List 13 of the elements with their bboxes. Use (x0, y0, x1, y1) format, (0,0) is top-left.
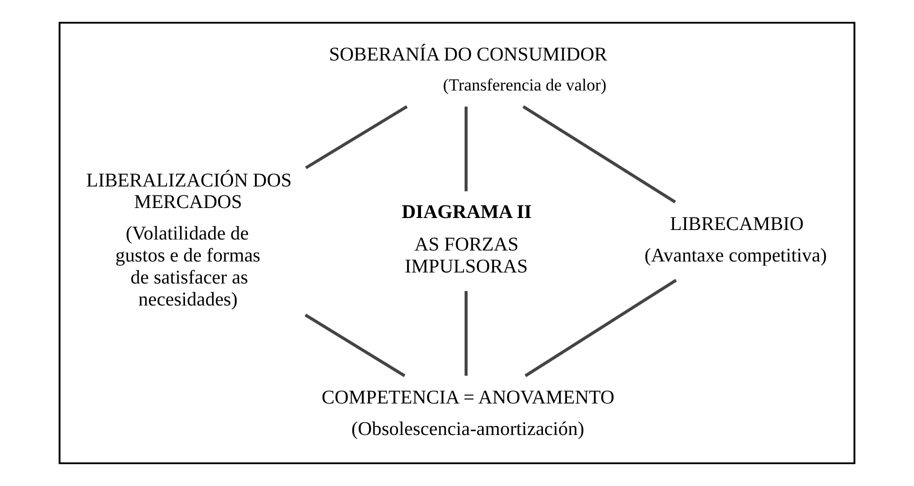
cluster (58, 22, 856, 464)
connector (522, 105, 676, 204)
node-text: LIBERALIZACIÓN DOS MERCADOS (Volatilidade de gustos e de formas de satisfacer as necesidades) (86, 170, 292, 310)
node-text: LIBRECAMBIO (Avantaxe competitiva) (644, 214, 827, 267)
connector (464, 290, 468, 376)
connector (464, 106, 468, 192)
node-text: COMPETENCIA = ANOVAMENTO (Obsolescencia-amortización) (322, 388, 614, 440)
connector (524, 278, 677, 378)
connector (304, 314, 406, 378)
node-text: DIAGRAMA II AS FORZAS IMPULSORAS (402, 202, 532, 278)
node-label: (Transferencia de valor) (443, 75, 606, 94)
connector (305, 105, 408, 170)
node-text: SOBERANÍA DO CONSUMIDOR (328, 44, 608, 66)
